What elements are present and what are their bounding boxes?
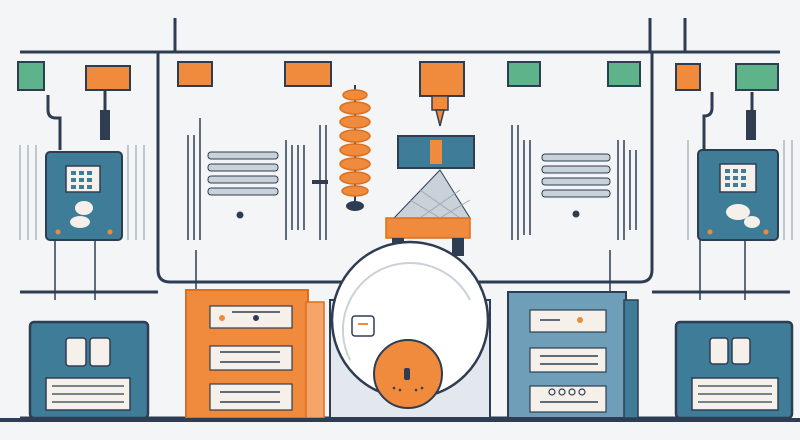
orange-indicator-icon — [284, 61, 332, 87]
orange-indicator-icon — [177, 61, 213, 87]
green-indicator-icon — [607, 61, 641, 87]
orange-indicator-icon — [85, 65, 131, 91]
drum-machine-icon — [329, 240, 491, 419]
right-rod-assembly — [511, 125, 637, 240]
ground-line — [0, 418, 800, 422]
left-rod-assembly — [187, 118, 328, 240]
orange-indicator-icon — [419, 61, 465, 97]
green-indicator-icon — [17, 61, 45, 91]
green-indicator-icon — [735, 63, 779, 91]
left-control-cabinet — [19, 145, 145, 241]
left-server-rack-icon — [28, 320, 150, 420]
orange-indicator-icon — [675, 63, 701, 91]
coil-stack-icon — [339, 85, 371, 211]
connector-block — [100, 110, 110, 140]
green-indicator-icon — [507, 61, 541, 87]
right-server-rack-icon — [674, 320, 794, 420]
connector-block — [746, 110, 756, 140]
funnel-icon — [385, 95, 475, 256]
blue-server-rack-icon — [507, 291, 639, 419]
orange-server-rack-icon — [185, 289, 325, 419]
right-control-cabinet — [687, 140, 793, 241]
